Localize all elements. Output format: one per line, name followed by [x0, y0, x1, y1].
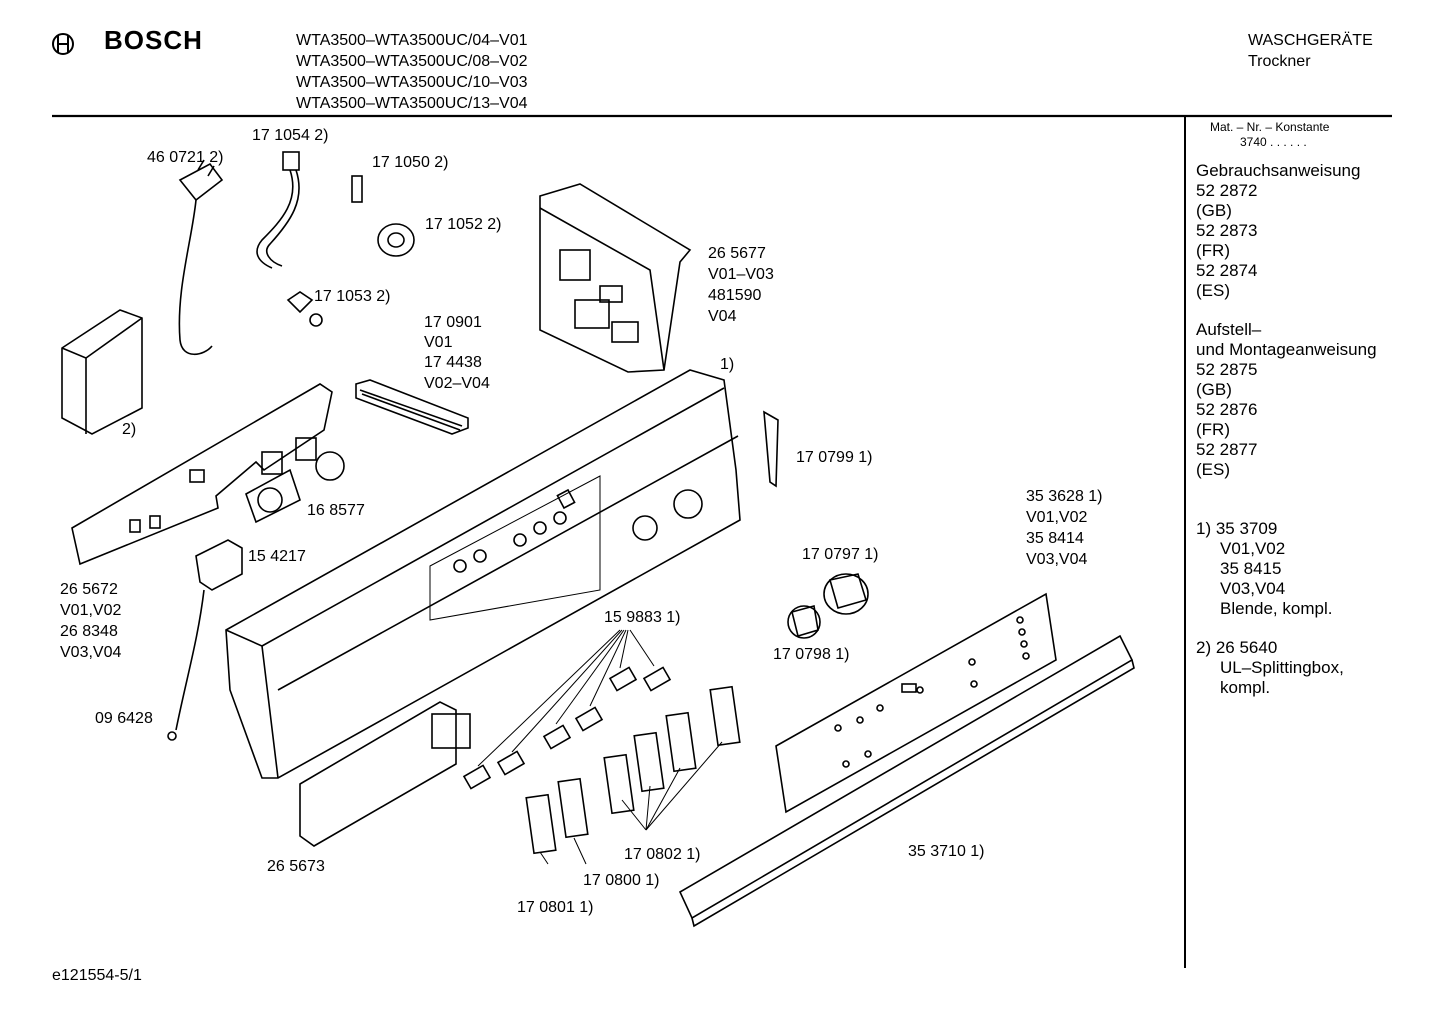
part-label: 17 1053 2)	[314, 288, 391, 305]
part-label: 16 8577	[307, 502, 365, 519]
part-label: V02–V04	[424, 375, 490, 392]
part-label: 17 0901	[424, 314, 482, 331]
springs-part	[462, 629, 672, 790]
potentiometer-part	[245, 437, 345, 524]
aufstell-item: 52 2876	[1196, 400, 1258, 419]
note1-line: V03,V04	[1220, 579, 1286, 598]
part-label: 15 9883 1)	[604, 609, 681, 626]
part-label: 46 0721 2)	[147, 149, 224, 166]
subcategory-title: Trockner	[1248, 53, 1311, 70]
aufstell-item: 52 2875	[1196, 360, 1258, 379]
splitting-box-part	[61, 309, 143, 435]
aufstell-title-2: und Montageanweisung	[1196, 340, 1377, 359]
gebrauch-title: Gebrauchsanweisung	[1196, 161, 1361, 180]
part-label: 17 1052 2)	[425, 216, 502, 233]
aufstell-item: 52 2877	[1196, 440, 1258, 459]
gebrauch-item: 52 2874	[1196, 261, 1258, 280]
part-label: 17 0800 1)	[583, 872, 660, 889]
screw-bracket-part	[286, 291, 323, 327]
note2-line: kompl.	[1220, 678, 1271, 697]
part-label: V03,V04	[1026, 551, 1088, 568]
part-label: 2)	[122, 421, 137, 438]
bracket-part	[763, 410, 779, 488]
note1-line: 35 8415	[1220, 559, 1282, 578]
part-label: V01–V03	[708, 266, 774, 283]
mat-label: Mat. – Nr. – Konstante	[1210, 120, 1330, 134]
part-label: V01,V02	[1026, 509, 1088, 526]
part-label: 17 0802 1)	[624, 846, 701, 863]
part-label: 17 0801 1)	[517, 899, 594, 916]
part-label: V04	[708, 308, 737, 325]
control-panel-housing-part	[225, 369, 741, 779]
gebrauch-item: (GB)	[1196, 201, 1232, 220]
note2-line: UL–Splittingbox,	[1220, 658, 1344, 677]
gebrauch-item: (FR)	[1196, 241, 1230, 260]
electronic-module-part	[539, 183, 692, 373]
footer-code: e121554-5/1	[52, 967, 142, 984]
part-label: 35 3628 1)	[1026, 488, 1103, 505]
push-buttons-part	[525, 685, 741, 865]
front-foil-part	[775, 592, 1057, 814]
control-board-part	[71, 383, 333, 566]
power-cord-part	[178, 159, 224, 356]
part-label: 17 4438	[424, 354, 482, 371]
category-title: WASCHGERÄTE	[1248, 32, 1373, 49]
connector-part	[195, 539, 243, 591]
fuse-holder-part	[377, 223, 415, 257]
wire-harness-part	[256, 151, 300, 269]
gebrauch-item: (ES)	[1196, 281, 1230, 300]
gebrauch-item: 52 2872	[1196, 181, 1258, 200]
part-label: 17 0799 1)	[796, 449, 873, 466]
model-line-2: WTA3500–WTA3500UC/08–V02	[296, 53, 528, 70]
model-line-3: WTA3500–WTA3500UC/10–V03	[296, 74, 528, 91]
part-label: 17 1050 2)	[372, 154, 449, 171]
aufstell-title-1: Aufstell–	[1196, 320, 1262, 339]
brand-name: BOSCH	[104, 25, 203, 55]
part-label: 1)	[720, 356, 735, 373]
part-label: 09 6428	[95, 710, 153, 727]
aufstell-item: (FR)	[1196, 420, 1230, 439]
part-label: 26 5677	[708, 245, 766, 262]
ground-wire-part	[167, 589, 205, 741]
part-label: 15 4217	[248, 548, 306, 565]
mat-value: 3740 . . . . . .	[1240, 135, 1307, 149]
knob-small-part	[787, 604, 821, 639]
part-label: V01,V02	[60, 602, 122, 619]
model-line-1: WTA3500–WTA3500UC/04–V01	[296, 32, 528, 49]
part-label: 35 3710 1)	[908, 843, 985, 860]
part-label: 17 1054 2)	[252, 127, 329, 144]
note2-line: 2) 26 5640	[1196, 638, 1278, 657]
model-line-4: WTA3500–WTA3500UC/13–V04	[296, 95, 528, 112]
part-label: 35 8414	[1026, 530, 1084, 547]
part-label: 17 0797 1)	[802, 546, 879, 563]
part-label: 26 5673	[267, 858, 325, 875]
part-label: V01	[424, 334, 453, 351]
fuse-part	[351, 175, 363, 203]
part-label: V03,V04	[60, 644, 122, 661]
aufstell-item: (ES)	[1196, 460, 1230, 479]
ribbon-cable-part	[355, 379, 469, 435]
part-label: 17 0798 1)	[773, 646, 850, 663]
gebrauch-item: 52 2873	[1196, 221, 1258, 240]
knob-large-part	[823, 573, 869, 615]
note1-line: V01,V02	[1220, 539, 1286, 558]
note1-line: 1) 35 3709	[1196, 519, 1278, 538]
note1-line: Blende, kompl.	[1220, 599, 1333, 618]
led-board-part	[299, 701, 471, 847]
part-label: 481590	[708, 287, 762, 304]
bosch-logo-icon	[52, 33, 74, 55]
part-label: 26 5672	[60, 581, 118, 598]
front-panel-part	[678, 634, 1135, 928]
part-label: 26 8348	[60, 623, 118, 640]
aufstell-item: (GB)	[1196, 380, 1232, 399]
